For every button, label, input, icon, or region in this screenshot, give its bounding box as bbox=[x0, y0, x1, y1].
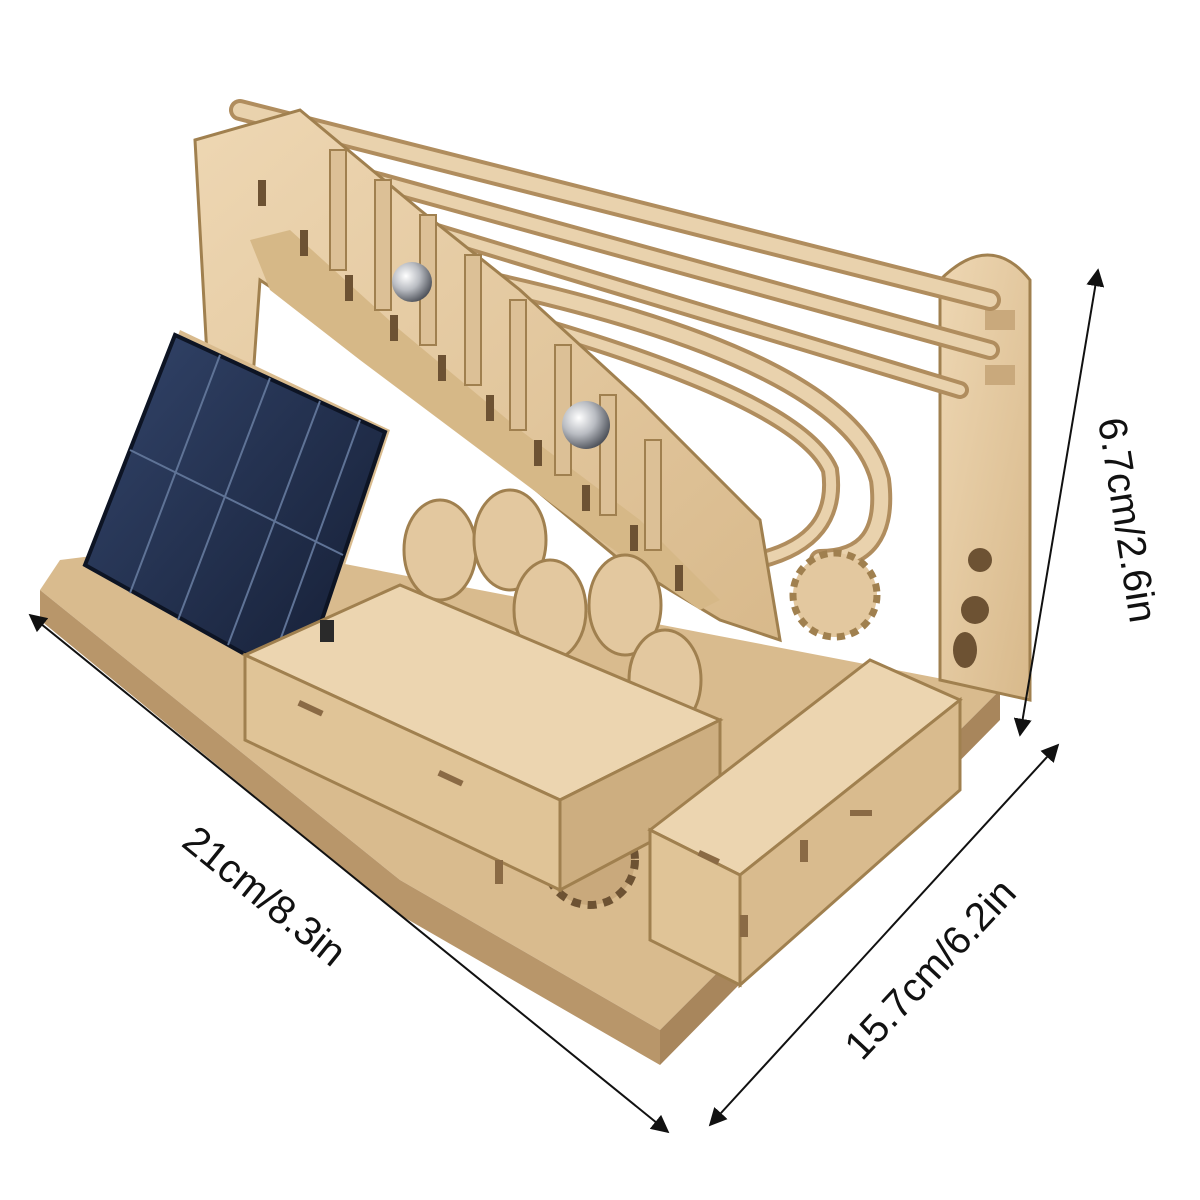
dimension-height: 6.7cm/2.6in bbox=[1013, 268, 1165, 737]
dimension-height-label: 6.7cm/2.6in bbox=[1089, 415, 1165, 626]
steel-ball bbox=[562, 401, 610, 449]
support-post bbox=[938, 253, 1032, 702]
steel-ball bbox=[392, 262, 432, 302]
dimension-width-label: 15.7cm/6.2in bbox=[836, 871, 1024, 1069]
stair-lift-frame bbox=[193, 108, 782, 643]
solar-panel bbox=[82, 330, 390, 700]
marble-rails bbox=[229, 99, 1001, 571]
